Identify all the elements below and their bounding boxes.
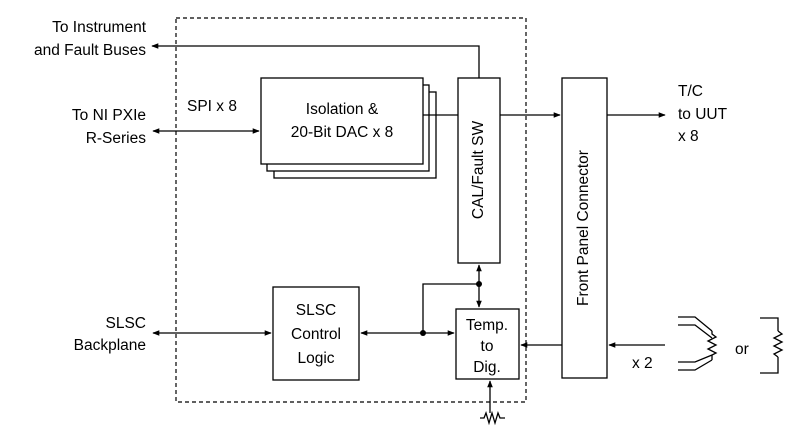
instrument-bus-arrow [151, 43, 480, 78]
temp-to-dig-line3: Dig. [473, 359, 501, 376]
spi-label: SPI x 8 [187, 98, 237, 115]
slsc-backplane-label-line1: SLSC [106, 315, 147, 332]
control-branch-line [422, 283, 479, 333]
junction-dot-1 [420, 330, 426, 336]
module-boundary [175, 17, 527, 403]
pxie-label-line1: To NI PXIe [72, 107, 146, 124]
x2-label: x 2 [632, 355, 653, 372]
or-label: or [735, 341, 749, 358]
front-panel-connector-label: Front Panel Connector [575, 150, 592, 306]
dac-label-line2: 20-Bit DAC x 8 [291, 124, 394, 141]
resistor-sensor-icon [760, 317, 784, 374]
control-logic-line1: SLSC [296, 302, 337, 319]
reference-resistor-icon [480, 410, 505, 426]
dac-block [260, 77, 424, 165]
front-panel-connector-block [561, 77, 608, 379]
control-logic-line2: Control [291, 326, 341, 343]
cal-fault-switch-label: CAL/Fault SW [470, 121, 487, 220]
tc-uut-label-line3: x 8 [678, 128, 699, 145]
dac-label-line1: Isolation & [306, 101, 379, 118]
slsc-backplane-label-line2: Backplane [74, 337, 146, 354]
tc-uut-label-line2: to UUT [678, 106, 728, 123]
temp-to-dig-block [455, 308, 520, 380]
thermocouple-sensor-icon [678, 316, 718, 371]
pxie-label-line2: R-Series [86, 130, 147, 147]
instrument-bus-label-line2: and Fault Buses [34, 42, 146, 59]
temp-to-dig-line2: to [481, 338, 494, 355]
control-logic-line3: Logic [297, 350, 334, 367]
temp-to-dig-line1: Temp. [466, 317, 508, 334]
tc-uut-label-line1: T/C [678, 83, 703, 100]
instrument-bus-label-line1: To Instrument [52, 19, 147, 36]
control-logic-block [272, 286, 360, 381]
